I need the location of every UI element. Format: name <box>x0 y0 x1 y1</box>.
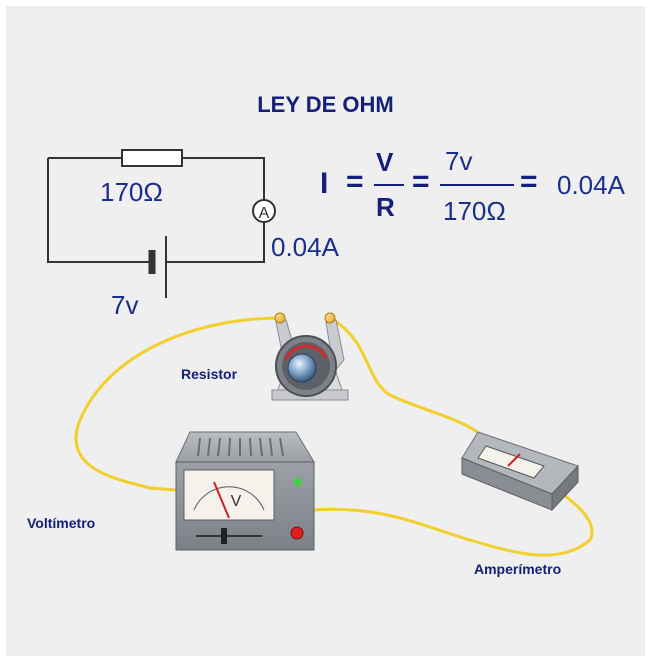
voltmeter-led-red <box>290 526 304 540</box>
formula-resistance: R <box>376 192 395 222</box>
current-value: 0.04A <box>271 232 339 262</box>
voltmeter-led-green <box>294 478 302 486</box>
ammeter-end <box>551 464 579 512</box>
resistor-symbol <box>121 149 183 167</box>
formula-numerator: 7v <box>445 146 473 176</box>
formula-result: 0.04A <box>557 170 625 200</box>
voltmeter-vents <box>197 437 284 457</box>
formula-equals-1: = <box>346 165 364 198</box>
wire-resistor-right <box>328 316 488 442</box>
ammeter-device[interactable] <box>461 431 579 512</box>
ammeter-label: Amperímetro <box>474 561 562 577</box>
background-panel <box>6 6 645 656</box>
wire-resistor-left <box>74 316 282 492</box>
voltmeter-needle <box>213 481 230 519</box>
formula-equals-2: = <box>412 165 430 198</box>
formula-denominator: 170Ω <box>443 196 506 226</box>
voltmeter-dial <box>183 469 275 521</box>
ammeter-symbol <box>252 199 276 223</box>
resistor-arm-right <box>325 319 345 374</box>
resistance-value: 170Ω <box>100 177 163 207</box>
ammeter-needle <box>507 453 521 467</box>
voltmeter-slider <box>221 528 227 544</box>
ammeter-symbol-letter: A <box>259 205 270 222</box>
circuit-wire <box>47 157 265 263</box>
voltmeter-top <box>175 431 315 463</box>
formula-current: I <box>320 167 329 200</box>
resistor-terminal-right <box>324 312 336 324</box>
resistor-terminal-left <box>274 312 286 324</box>
circuit-schematic <box>47 149 276 298</box>
voltage-value: 7v <box>111 290 139 320</box>
voltmeter-label: Voltímetro <box>27 515 96 531</box>
resistor-label: Resistor <box>181 366 238 382</box>
wire-voltmeter-ammeter <box>310 490 594 557</box>
formula-equals-3: = <box>520 165 538 198</box>
voltmeter-device[interactable] <box>175 431 315 551</box>
voltmeter-dial-letter: V <box>231 493 242 510</box>
wires <box>74 316 594 557</box>
resistor-scale-arc <box>284 344 328 361</box>
resistor-device[interactable] <box>271 312 349 401</box>
resistor-knob <box>287 353 317 383</box>
page-title: LEY DE OHM <box>257 92 394 117</box>
voltmeter-scale <box>193 486 265 511</box>
formula-voltage: V <box>376 147 394 177</box>
